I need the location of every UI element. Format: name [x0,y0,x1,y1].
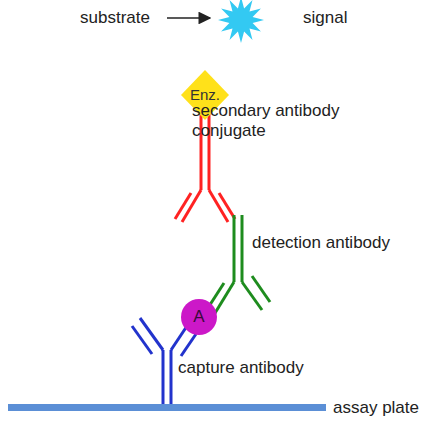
circle-shape [181,299,217,335]
antigen-circle: A [181,299,217,335]
part-label: assay plate [333,398,443,418]
part-label: secondary antibody conjugate [192,101,352,141]
part-label: capture antibody [178,358,348,378]
part-label: detection antibody [252,233,432,253]
star-shape [218,0,264,43]
assay-plate [8,404,326,411]
signal-burst: signal [218,0,264,40]
reaction-arrow [167,17,210,19]
part-label: substrate [80,8,170,28]
node-text-holder: A [181,299,217,335]
detection-antibody [204,215,270,318]
node-label: A [193,307,204,327]
node-outline [218,0,264,40]
node-text-holder: signal [303,8,347,28]
node-label: signal [303,8,347,28]
